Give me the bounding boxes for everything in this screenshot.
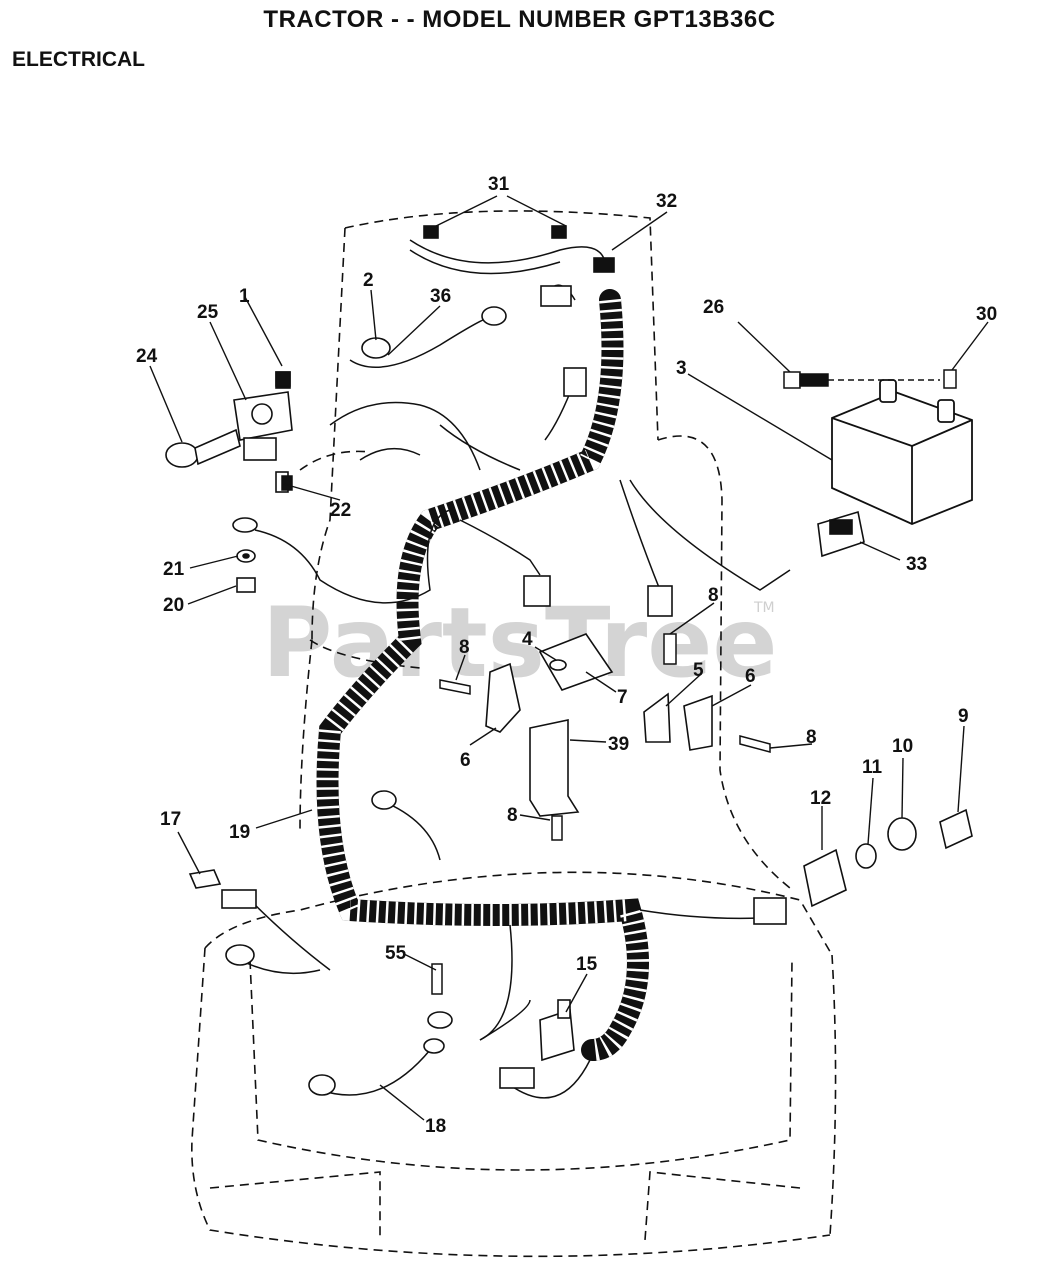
- wires: [239, 239, 791, 1099]
- callout-25: 25: [197, 302, 219, 323]
- callout-15: 15: [576, 954, 598, 975]
- leader-lines: [149, 195, 989, 1121]
- callout-19: 19: [229, 822, 250, 843]
- washer-nut-20-21: [232, 517, 258, 593]
- callout-3: 3: [676, 358, 687, 379]
- page-title: TRACTOR - - MODEL NUMBER GPT13B36C: [263, 6, 776, 33]
- key-switch-9-10-11-12: [803, 808, 973, 908]
- battery-bolt-26: [783, 369, 957, 389]
- watermark: PartsTree: [262, 587, 777, 699]
- callout-31: 31: [488, 174, 510, 195]
- callout-55: 55: [385, 943, 407, 964]
- battery: [831, 379, 973, 525]
- callout-8-b: 8: [459, 637, 470, 658]
- connectors: [188, 225, 787, 1089]
- callout-7: 7: [617, 687, 628, 708]
- watermark-tm: TM: [753, 600, 775, 616]
- callout-12: 12: [810, 788, 831, 809]
- callout-6-a: 6: [745, 666, 756, 687]
- callout-22: 22: [330, 500, 351, 521]
- callout-labels: 31 32 2 36 1 25 24 26 30 3 33 22 21 20 8…: [136, 174, 997, 1137]
- callout-2: 2: [363, 270, 374, 291]
- callout-30: 30: [976, 304, 997, 325]
- callout-4: 4: [522, 629, 533, 650]
- callout-8-c: 8: [806, 727, 817, 748]
- callout-20: 20: [163, 595, 184, 616]
- callout-8-a: 8: [708, 585, 719, 606]
- callout-1: 1: [239, 286, 250, 307]
- callout-33: 33: [906, 554, 927, 575]
- harness-coil: [316, 289, 649, 1061]
- callout-6-b: 6: [460, 750, 471, 771]
- callout-9: 9: [958, 706, 969, 727]
- callout-21: 21: [163, 559, 185, 580]
- rocker-switch-33: [817, 510, 865, 558]
- callout-36: 36: [430, 286, 451, 307]
- callout-18: 18: [425, 1116, 446, 1137]
- solenoid-25: [233, 371, 293, 493]
- callout-39: 39: [608, 734, 629, 755]
- section-title: ELECTRICAL: [12, 48, 145, 71]
- brackets: [485, 633, 713, 1062]
- screws: [275, 371, 771, 995]
- callout-24: 24: [136, 346, 158, 367]
- callout-32: 32: [656, 191, 677, 212]
- callout-5: 5: [693, 660, 704, 681]
- callout-26: 26: [703, 297, 724, 318]
- boot-24: [165, 428, 241, 468]
- callout-17: 17: [160, 809, 181, 830]
- callout-8-d: 8: [507, 805, 518, 826]
- callout-10: 10: [892, 736, 913, 757]
- callout-11: 11: [862, 757, 883, 778]
- tractor-outline: [191, 210, 837, 1258]
